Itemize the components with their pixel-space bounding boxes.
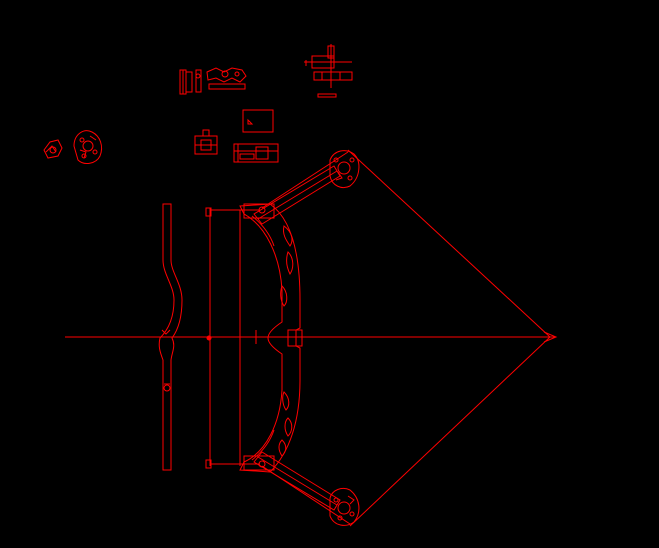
large-cam-detail (73, 130, 103, 164)
lower-limb (253, 451, 341, 511)
small-cam-detail (43, 139, 63, 159)
riser-side-profile (158, 203, 183, 471)
reference-vertical-line (205, 207, 212, 469)
part-cam-bracket (206, 67, 247, 90)
part-clip-detail (179, 69, 202, 95)
upper-cam (329, 150, 360, 189)
part-plate (242, 109, 274, 133)
part-block (194, 129, 218, 155)
upper-limb (253, 165, 341, 225)
part-sight-mount (304, 44, 353, 98)
part-rail (233, 143, 279, 163)
lower-cam (329, 487, 360, 526)
arrow-tip (543, 331, 558, 343)
bowstring-drawn (261, 149, 551, 527)
riser-front-view (239, 203, 303, 473)
